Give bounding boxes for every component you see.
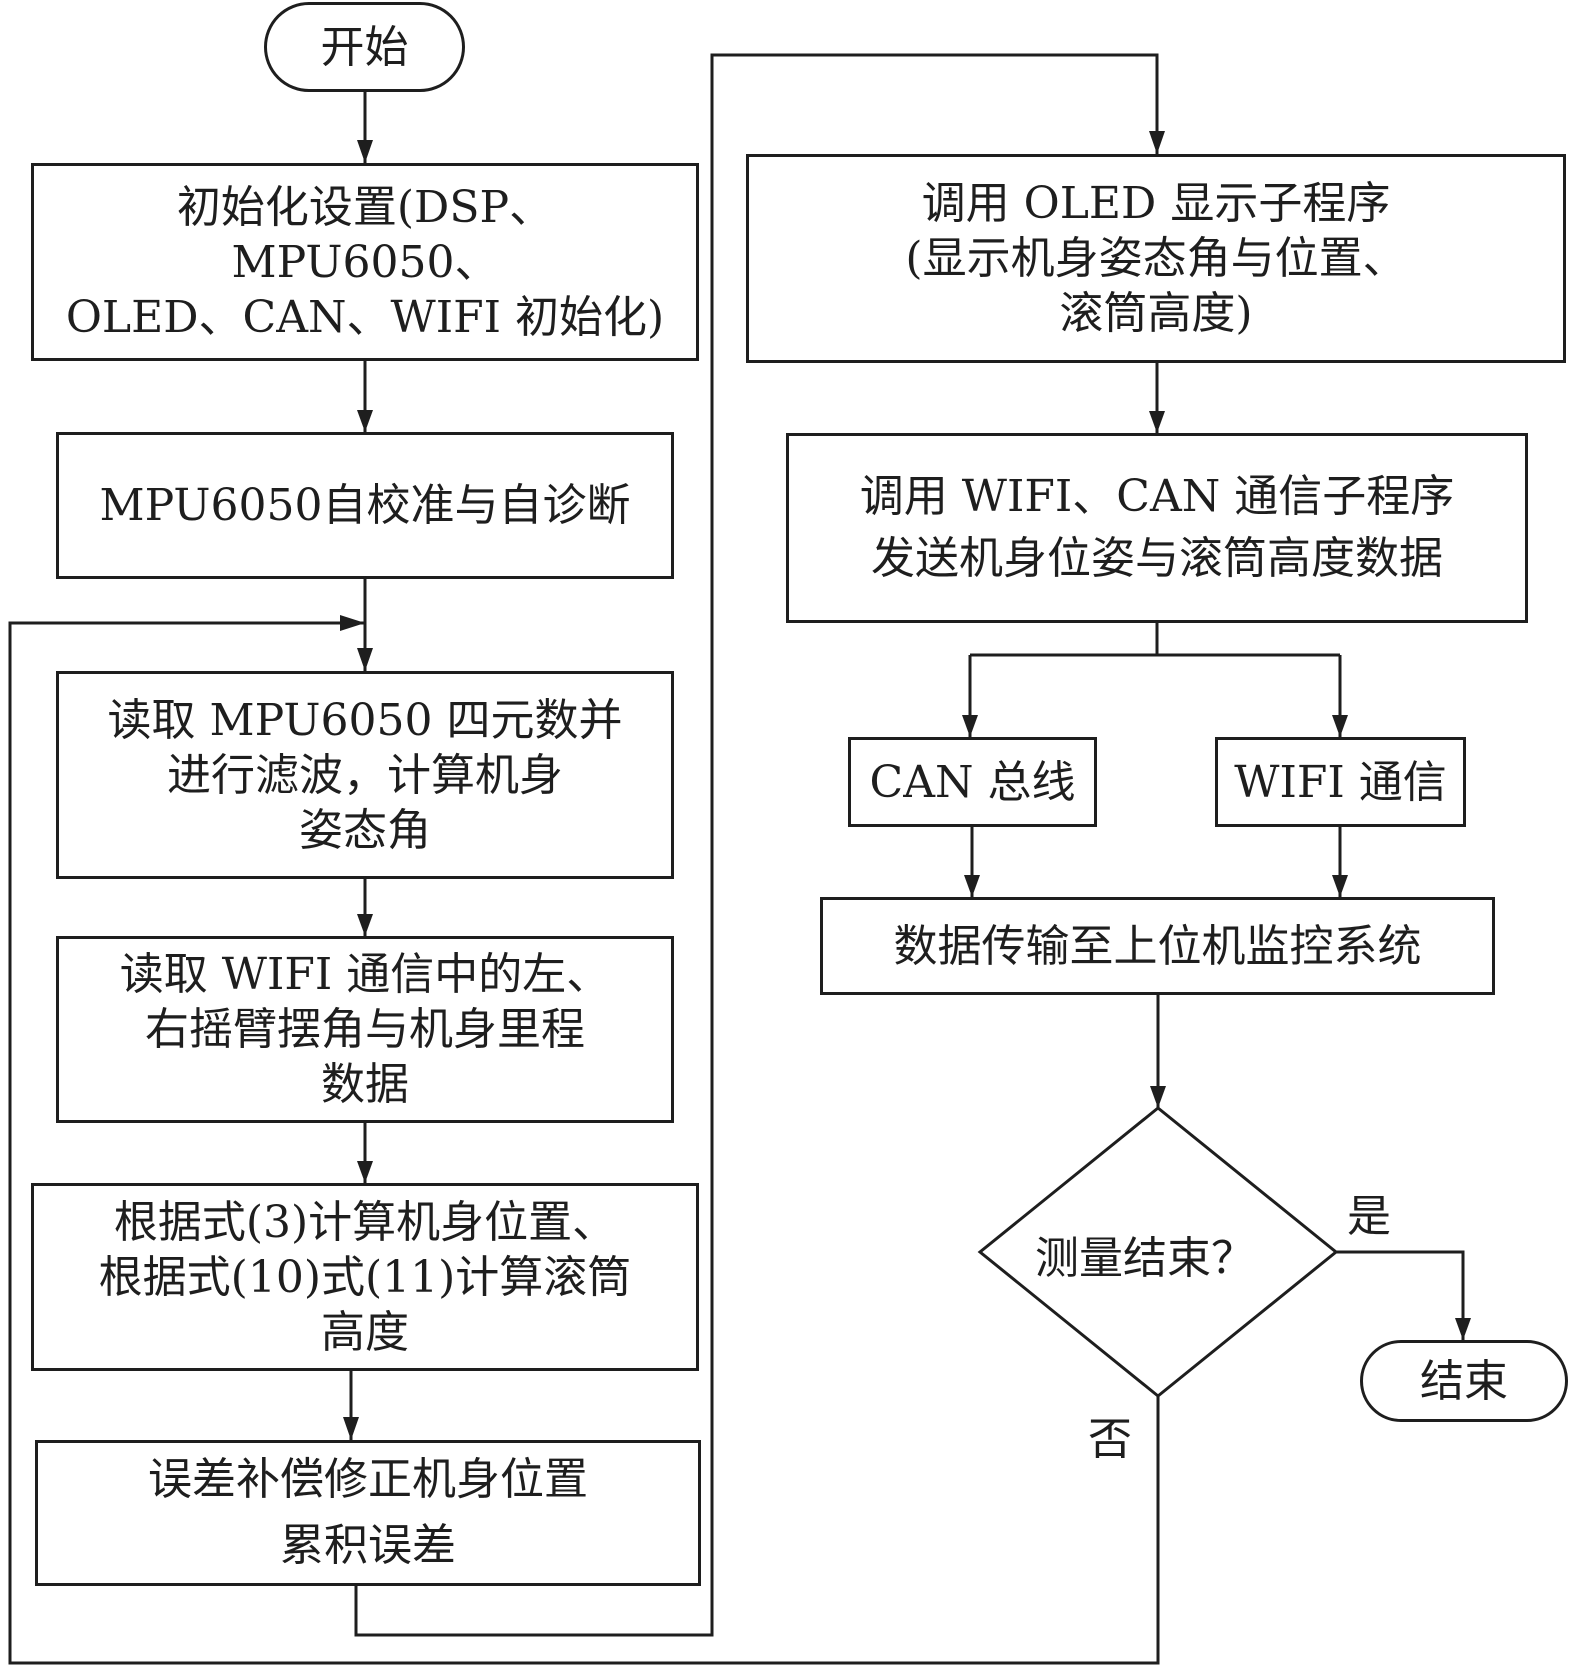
oled-line-3: 滚筒高度) bbox=[1059, 288, 1253, 339]
can-bus-text: CAN 总线 bbox=[869, 756, 1076, 808]
init-box: 初始化设置(DSP、 MPU6050、 OLED、CAN、WIFI 初始化) bbox=[31, 163, 699, 361]
read-wifi-box: 读取 WIFI 通信中的左、 右摇臂摆角与机身里程 数据 bbox=[56, 936, 674, 1123]
compute-line-2: 根据式(10)式(11)计算滚筒 bbox=[98, 1251, 632, 1303]
read-mpu-line-2: 进行滤波，计算机身 bbox=[167, 749, 563, 801]
read-wifi-line-2: 右摇臂摆角与机身里程 bbox=[145, 1004, 585, 1055]
compute-line-3: 高度 bbox=[321, 1306, 409, 1358]
transfer-text: 数据传输至上位机监控系统 bbox=[893, 920, 1422, 972]
can-bus-box: CAN 总线 bbox=[848, 737, 1097, 827]
read-wifi-line-1: 读取 WIFI 通信中的左、 bbox=[119, 949, 611, 1000]
send-box: 调用 WIFI、CAN 通信子程序 发送机身位姿与滚筒高度数据 bbox=[786, 433, 1528, 623]
transfer-box: 数据传输至上位机监控系统 bbox=[820, 897, 1495, 995]
calib-text: MPU6050自校准与自诊断 bbox=[99, 480, 631, 531]
compute-box: 根据式(3)计算机身位置、 根据式(10)式(11)计算滚筒 高度 bbox=[31, 1183, 699, 1371]
oled-line-2: (显示机身姿态角与位置、 bbox=[905, 233, 1407, 284]
start-terminal: 开始 bbox=[264, 2, 465, 92]
compensate-line-1: 误差补偿修正机身位置 bbox=[148, 1454, 588, 1505]
send-line-1: 调用 WIFI、CAN 通信子程序 bbox=[859, 471, 1455, 522]
yes-label: 是 bbox=[1347, 1191, 1391, 1242]
end-terminal: 结束 bbox=[1360, 1340, 1568, 1422]
wifi-comm-box: WIFI 通信 bbox=[1215, 737, 1466, 827]
read-mpu-line-3: 姿态角 bbox=[299, 804, 431, 856]
start-text: 开始 bbox=[320, 21, 409, 73]
init-line-1: 初始化设置(DSP、 bbox=[176, 181, 554, 233]
init-line-2: MPU6050、 bbox=[231, 236, 499, 288]
connector-send-split bbox=[968, 622, 1342, 737]
read-wifi-line-3: 数据 bbox=[321, 1059, 409, 1110]
read-mpu-box: 读取 MPU6050 四元数并 进行滤波，计算机身 姿态角 bbox=[56, 671, 674, 879]
decision-text: 测量结束？ bbox=[1035, 1233, 1255, 1284]
connector-compensate-oled bbox=[354, 53, 1159, 1637]
arrow-yes-end bbox=[1336, 1250, 1465, 1340]
oled-line-1: 调用 OLED 显示子程序 bbox=[921, 178, 1391, 229]
send-line-2: 发送机身位姿与滚筒高度数据 bbox=[871, 533, 1443, 584]
compensate-line-2: 累积误差 bbox=[280, 1520, 456, 1571]
compute-line-1: 根据式(3)计算机身位置、 bbox=[113, 1196, 617, 1248]
init-line-3: OLED、CAN、WIFI 初始化) bbox=[65, 291, 665, 343]
compensate-box: 误差补偿修正机身位置 累积误差 bbox=[35, 1440, 701, 1586]
calib-box: MPU6050自校准与自诊断 bbox=[56, 432, 674, 579]
end-text: 结束 bbox=[1420, 1355, 1508, 1407]
oled-box: 调用 OLED 显示子程序 (显示机身姿态角与位置、 滚筒高度) bbox=[746, 154, 1566, 363]
wifi-comm-text: WIFI 通信 bbox=[1234, 756, 1447, 808]
read-mpu-line-1: 读取 MPU6050 四元数并 bbox=[107, 694, 623, 746]
no-label: 否 bbox=[1088, 1414, 1132, 1465]
